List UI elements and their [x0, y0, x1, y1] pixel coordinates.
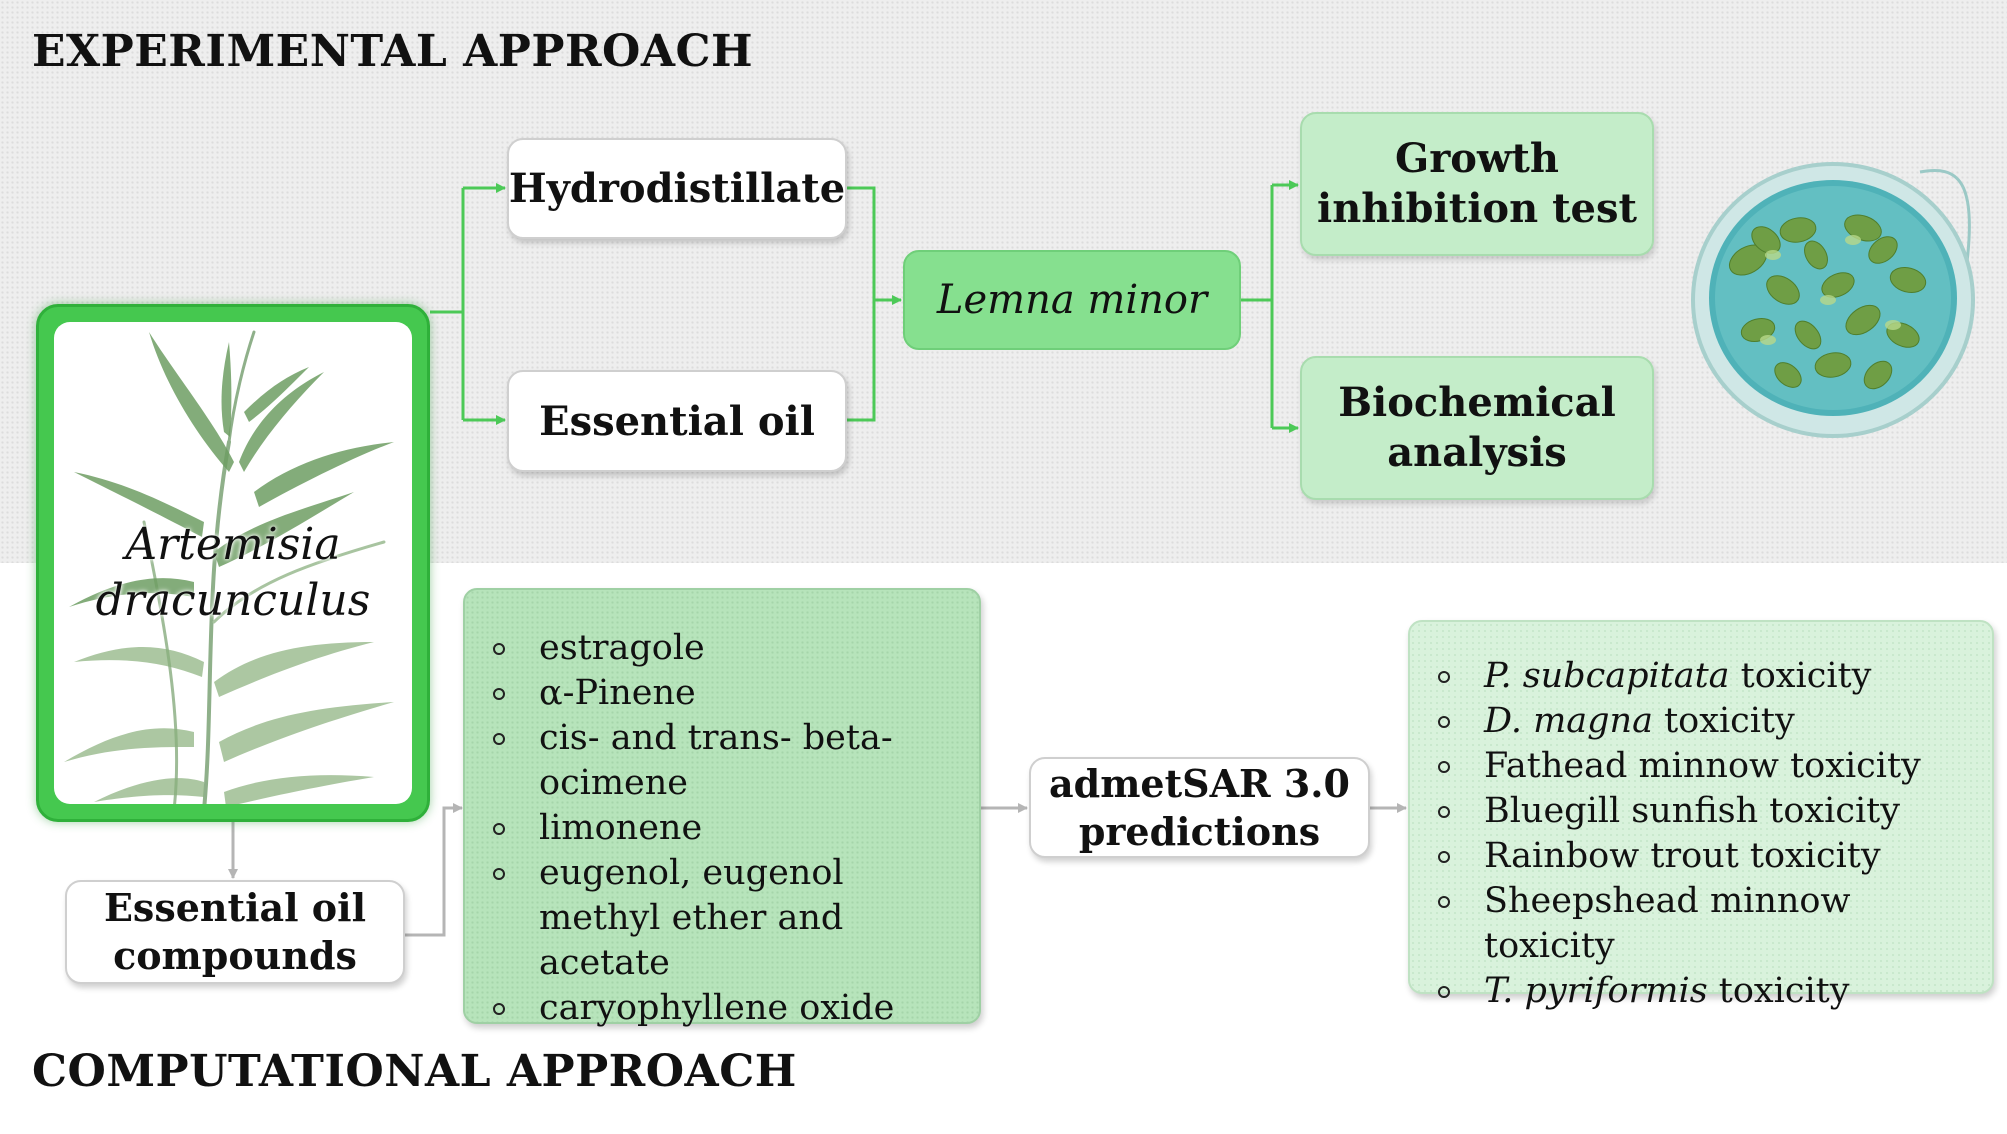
- compounds-label-line1: Essential oil: [103, 885, 367, 930]
- bullet-icon: [493, 733, 505, 745]
- list-item: cis- and trans- beta-ocimene: [485, 716, 975, 806]
- bullet-icon: [1438, 671, 1450, 683]
- list-item: caryophyllene oxide: [485, 986, 975, 1031]
- biochem-label-line2: analysis: [1387, 429, 1567, 476]
- growth-label-line1: Growth: [1395, 135, 1559, 182]
- plant-name-genus: Artemisia: [125, 519, 341, 570]
- compounds-list-box: estragole α-Pinene cis- and trans- beta-…: [463, 588, 981, 1028]
- list-item: P. subcapitata toxicity: [1430, 654, 1990, 699]
- bullet-icon: [493, 823, 505, 835]
- list-item: estragole: [485, 626, 975, 671]
- list-item: limonene: [485, 806, 975, 851]
- admetsar-box: admetSAR 3.0 predictions: [1029, 757, 1370, 858]
- bullet-icon: [1438, 896, 1450, 908]
- compounds-list: estragole α-Pinene cis- and trans- beta-…: [485, 626, 975, 1031]
- bullet-icon: [1438, 851, 1450, 863]
- computational-approach-title: COMPUTATIONAL APPROACH: [32, 1046, 797, 1097]
- bullet-icon: [1438, 986, 1450, 998]
- biochem-label-line1: Biochemical: [1338, 379, 1616, 426]
- essential-oil-compounds-box: Essential oil compounds: [65, 880, 405, 984]
- list-item: Fathead minnow toxicity: [1430, 744, 1990, 789]
- growth-label-line2: inhibition test: [1317, 185, 1637, 232]
- bullet-icon: [1438, 716, 1450, 728]
- list-item: Bluegill sunfish toxicity: [1430, 789, 1990, 834]
- bullet-icon: [493, 868, 505, 880]
- bullet-icon: [1438, 806, 1450, 818]
- artemisia-image-panel: Artemisia dracunculus: [36, 304, 430, 822]
- petri-dish-icon: [1691, 162, 1975, 438]
- list-item: eugenol, eugenol methyl ether and acetat…: [485, 851, 975, 986]
- list-item: Sheepshead minnow toxicity: [1430, 879, 1990, 969]
- toxicity-list: P. subcapitata toxicity D. magna toxicit…: [1430, 654, 1990, 1014]
- hydrodistillate-box: Hydrodistillate: [507, 138, 847, 239]
- bullet-icon: [493, 643, 505, 655]
- artemisia-plant-icon: [64, 330, 394, 804]
- bullet-icon: [1438, 761, 1450, 773]
- essential-oil-label: Essential oil: [539, 397, 815, 445]
- hydrodistillate-label: Hydrodistillate: [508, 165, 846, 212]
- list-item: Rainbow trout toxicity: [1430, 834, 1990, 879]
- lemna-minor-box: Lemna minor: [903, 250, 1241, 350]
- toxicity-list-box: P. subcapitata toxicity D. magna toxicit…: [1408, 620, 1994, 1011]
- admetsar-label-line2: predictions: [1078, 808, 1321, 854]
- list-item: T. pyriformis toxicity: [1430, 969, 1990, 1014]
- bullet-icon: [493, 1003, 505, 1015]
- list-item: D. magna toxicity: [1430, 699, 1990, 744]
- compounds-label-line2: compounds: [113, 933, 357, 978]
- experimental-approach-title: EXPERIMENTAL APPROACH: [32, 26, 754, 77]
- biochemical-analysis-box: Biochemical analysis: [1300, 356, 1654, 500]
- bullet-icon: [493, 688, 505, 700]
- growth-inhibition-box: Growth inhibition test: [1300, 112, 1654, 256]
- admetsar-label-line1: admetSAR 3.0: [1049, 760, 1350, 806]
- plant-name-species: dracunculus: [95, 575, 371, 626]
- essential-oil-box: Essential oil: [507, 370, 847, 472]
- lemna-minor-label: Lemna minor: [936, 277, 1208, 323]
- list-item: α-Pinene: [485, 671, 975, 716]
